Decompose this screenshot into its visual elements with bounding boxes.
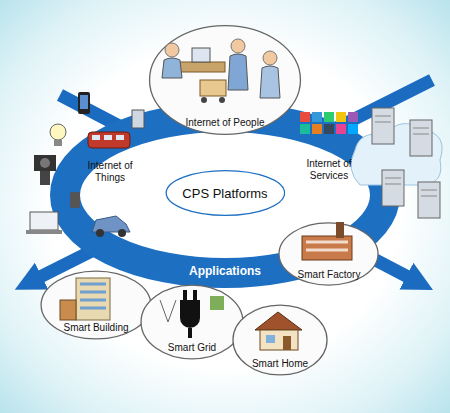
ring-label: Internet of Services <box>298 158 360 181</box>
topic-label: Internet of People <box>186 117 265 128</box>
grid-plug-icon <box>160 290 224 338</box>
band-label: Applications <box>165 265 285 279</box>
factory-icon <box>302 222 352 260</box>
platform-ring <box>65 117 385 273</box>
topic-label: Smart Home <box>252 358 308 369</box>
people-figures <box>162 39 280 103</box>
topic-label: Smart Building <box>63 322 128 333</box>
device-icons <box>26 92 144 237</box>
platform-label: CPS Platforms <box>182 186 267 201</box>
topic-label: Smart Factory <box>298 269 361 280</box>
ring-label: Internet of Things <box>82 160 138 183</box>
topic-label: Smart Grid <box>168 342 216 353</box>
platform-ellipse: CPS Platforms <box>165 170 286 216</box>
house-icon <box>255 312 302 350</box>
building-icon <box>60 278 110 320</box>
